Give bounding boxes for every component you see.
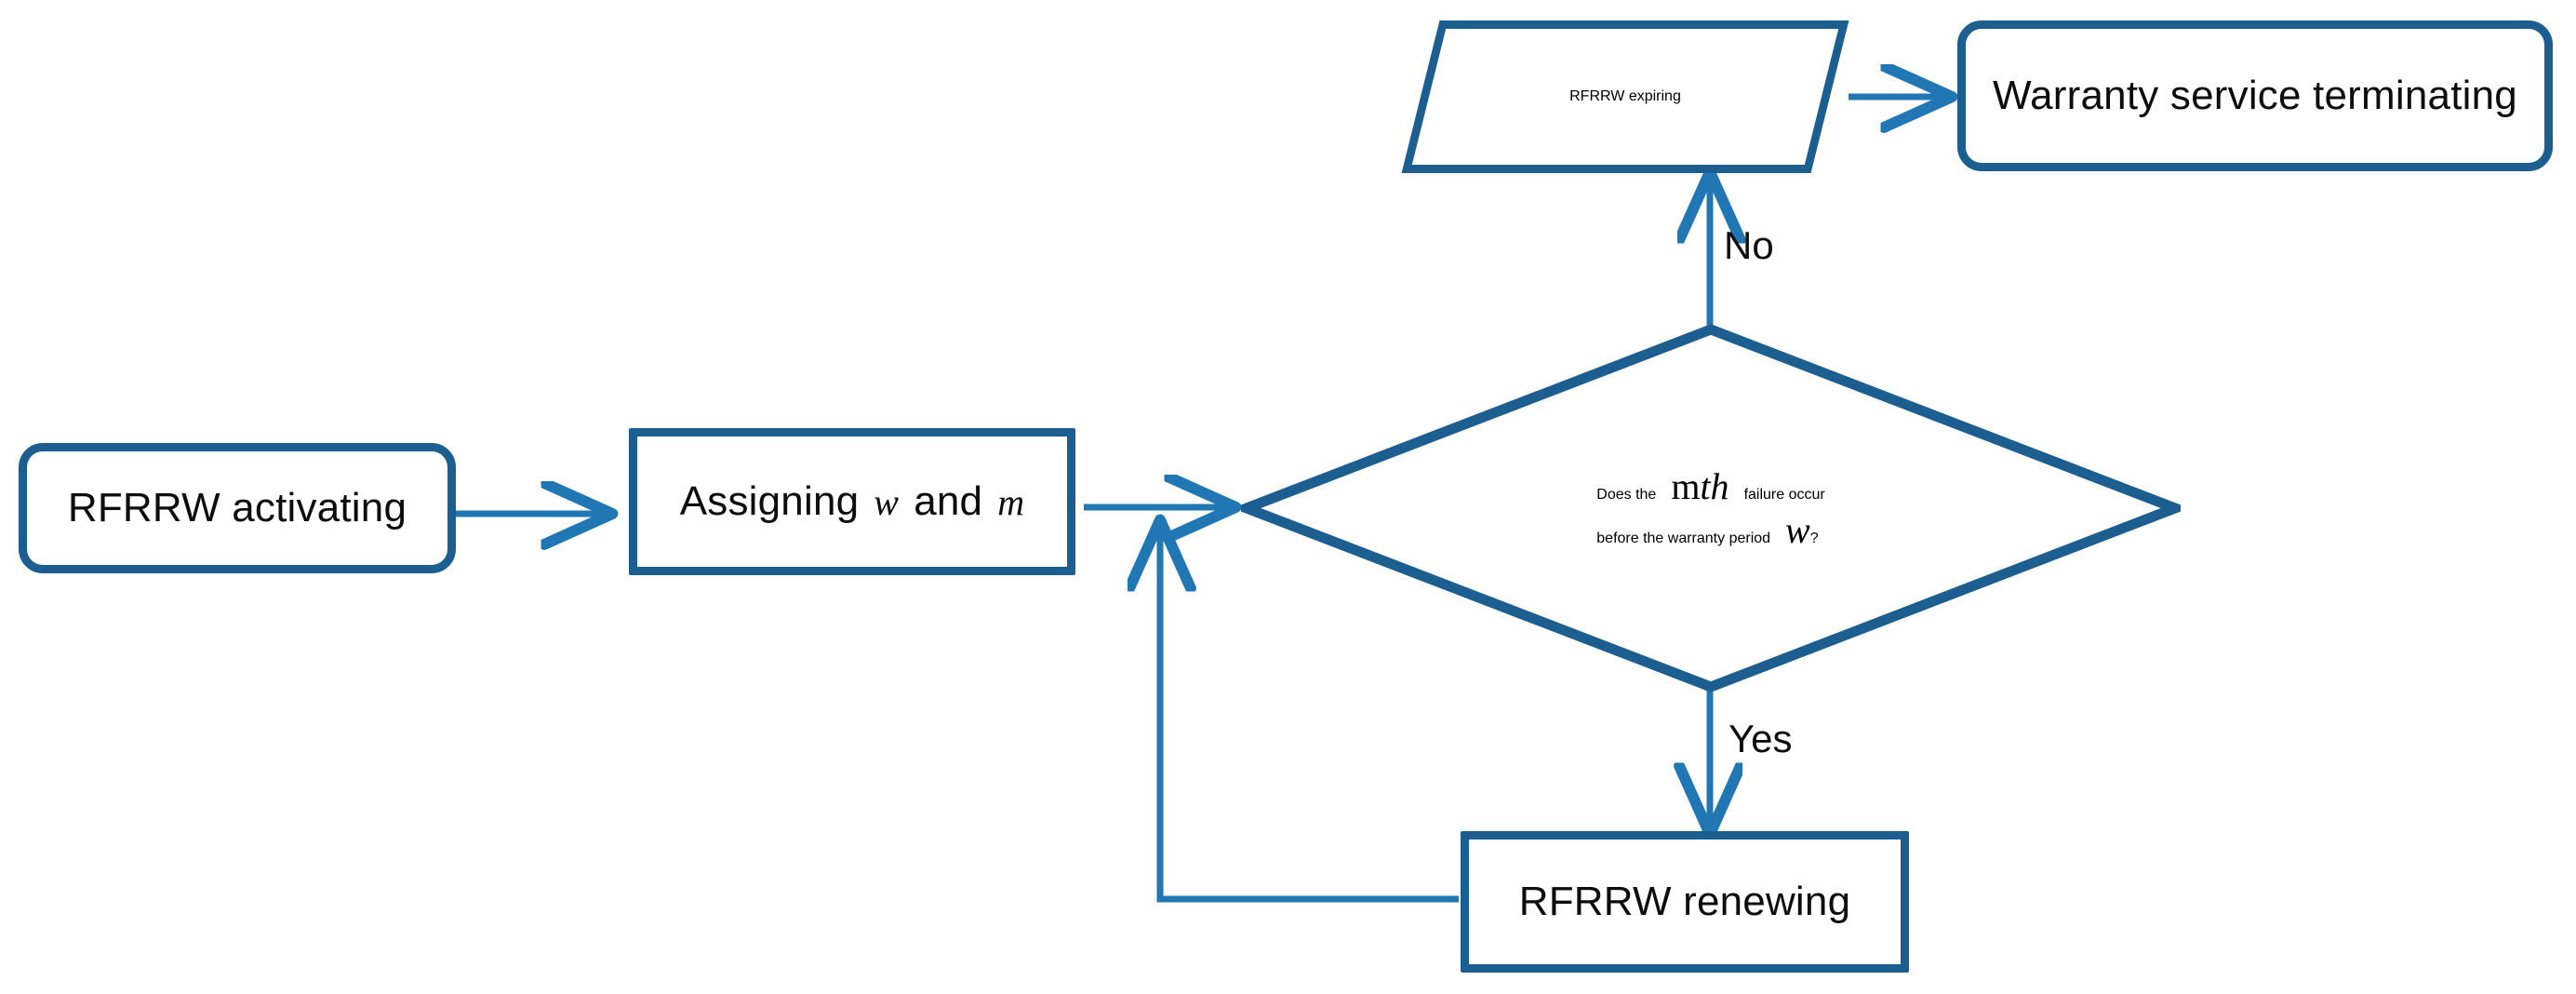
- decision-var-th: th: [1700, 465, 1729, 507]
- decision-var-m: m: [1671, 465, 1701, 507]
- edge-label-no: No: [1724, 223, 1774, 267]
- node-decision[interactable]: Does the mth failure occur before the warr…: [1241, 324, 2181, 692]
- assigning-var-w: w: [874, 481, 900, 524]
- node-rfrrw-renewing[interactable]: RFRRW renewing: [1461, 831, 1909, 973]
- node-label-decision: Does the mth failure occur before the warr…: [1596, 464, 1824, 552]
- node-rfrrw-expiring[interactable]: RFRRW expiring: [1401, 20, 1849, 173]
- node-label-rfrrw-expiring: RFRRW expiring: [1569, 88, 1681, 104]
- decision-var-w: w: [1785, 509, 1810, 551]
- decision-l2-suffix: ?: [1809, 531, 1819, 546]
- node-label-warranty-service-terminating: Warranty service terminating: [1993, 73, 2517, 119]
- edge-label-yes: Yes: [1728, 717, 1793, 760]
- decision-line-1: Does the mth failure occur: [1596, 465, 1825, 507]
- node-label-rfrrw-renewing: RFRRW renewing: [1518, 879, 1851, 925]
- decision-l2-prefix: before the warranty period: [1596, 531, 1771, 546]
- assigning-prefix: Assigning: [679, 478, 860, 525]
- assigning-var-m: m: [997, 481, 1025, 524]
- assigning-conj: and: [914, 478, 983, 525]
- node-warranty-service-terminating[interactable]: Warranty service terminating: [1957, 20, 2553, 171]
- decision-l1-suffix: failure occur: [1743, 487, 1825, 503]
- node-rfrrw-activating[interactable]: RFRRW activating: [19, 443, 456, 573]
- node-label-rfrrw-activating: RFRRW activating: [67, 485, 407, 531]
- decision-l1-prefix: Does the: [1596, 487, 1657, 503]
- decision-line-2: before the warranty period w?: [1596, 509, 1819, 551]
- diamond-outline-icon: [1241, 324, 2181, 692]
